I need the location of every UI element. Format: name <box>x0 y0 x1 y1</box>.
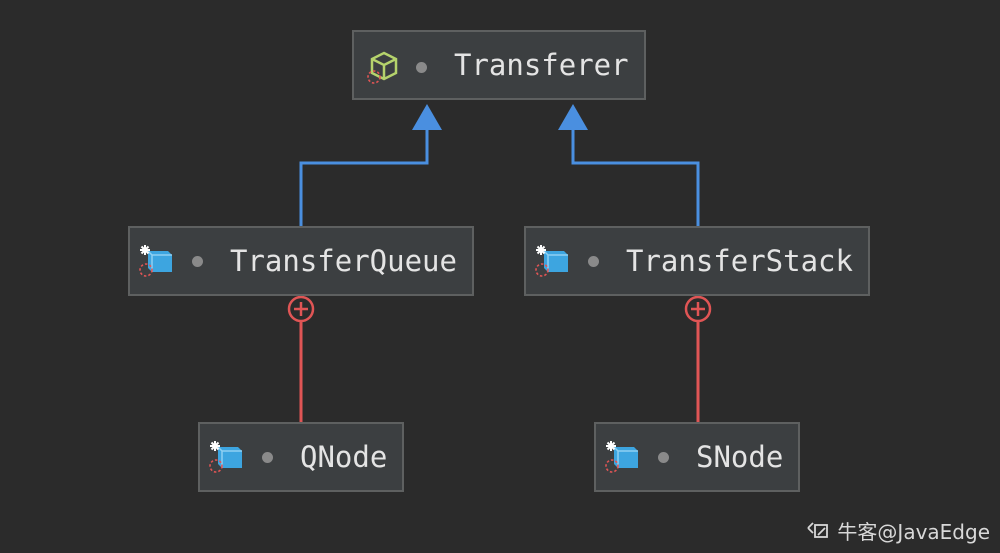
watermark-text: 牛客@JavaEdge <box>837 520 990 544</box>
visibility-dot <box>658 452 669 463</box>
visibility-dot <box>192 256 203 267</box>
static-nested-class-icon <box>139 245 172 277</box>
node-label: QNode <box>300 440 388 474</box>
node-label: SNode <box>696 440 784 474</box>
visibility-dot <box>588 256 599 267</box>
edge-queue-implements-transferer <box>299 128 429 226</box>
node-label: Transferer <box>454 48 629 82</box>
inner-class-marker-stack <box>684 295 712 323</box>
node-transferer[interactable]: Transferer <box>352 30 646 100</box>
visibility-dot <box>262 452 273 463</box>
edge-stack-implements-transferer <box>571 128 700 226</box>
visibility-dot <box>416 62 427 73</box>
watermark-logo-icon <box>807 521 829 538</box>
inner-class-marker-queue <box>287 295 315 323</box>
node-transfer-queue[interactable]: TransferQueue <box>128 226 474 296</box>
node-label: TransferStack <box>626 244 853 278</box>
static-nested-class-icon <box>605 441 638 473</box>
arrowhead-queue-implements <box>412 104 442 130</box>
node-snode[interactable]: SNode <box>594 422 800 492</box>
static-nested-class-icon <box>209 441 242 473</box>
node-qnode[interactable]: QNode <box>198 422 404 492</box>
node-label: TransferQueue <box>230 244 457 278</box>
watermark: 牛客@JavaEdge <box>805 516 990 545</box>
node-transfer-stack[interactable]: TransferStack <box>524 226 870 296</box>
static-nested-class-icon <box>535 245 568 277</box>
arrowhead-stack-implements <box>558 104 588 130</box>
interface-icon <box>367 51 398 84</box>
